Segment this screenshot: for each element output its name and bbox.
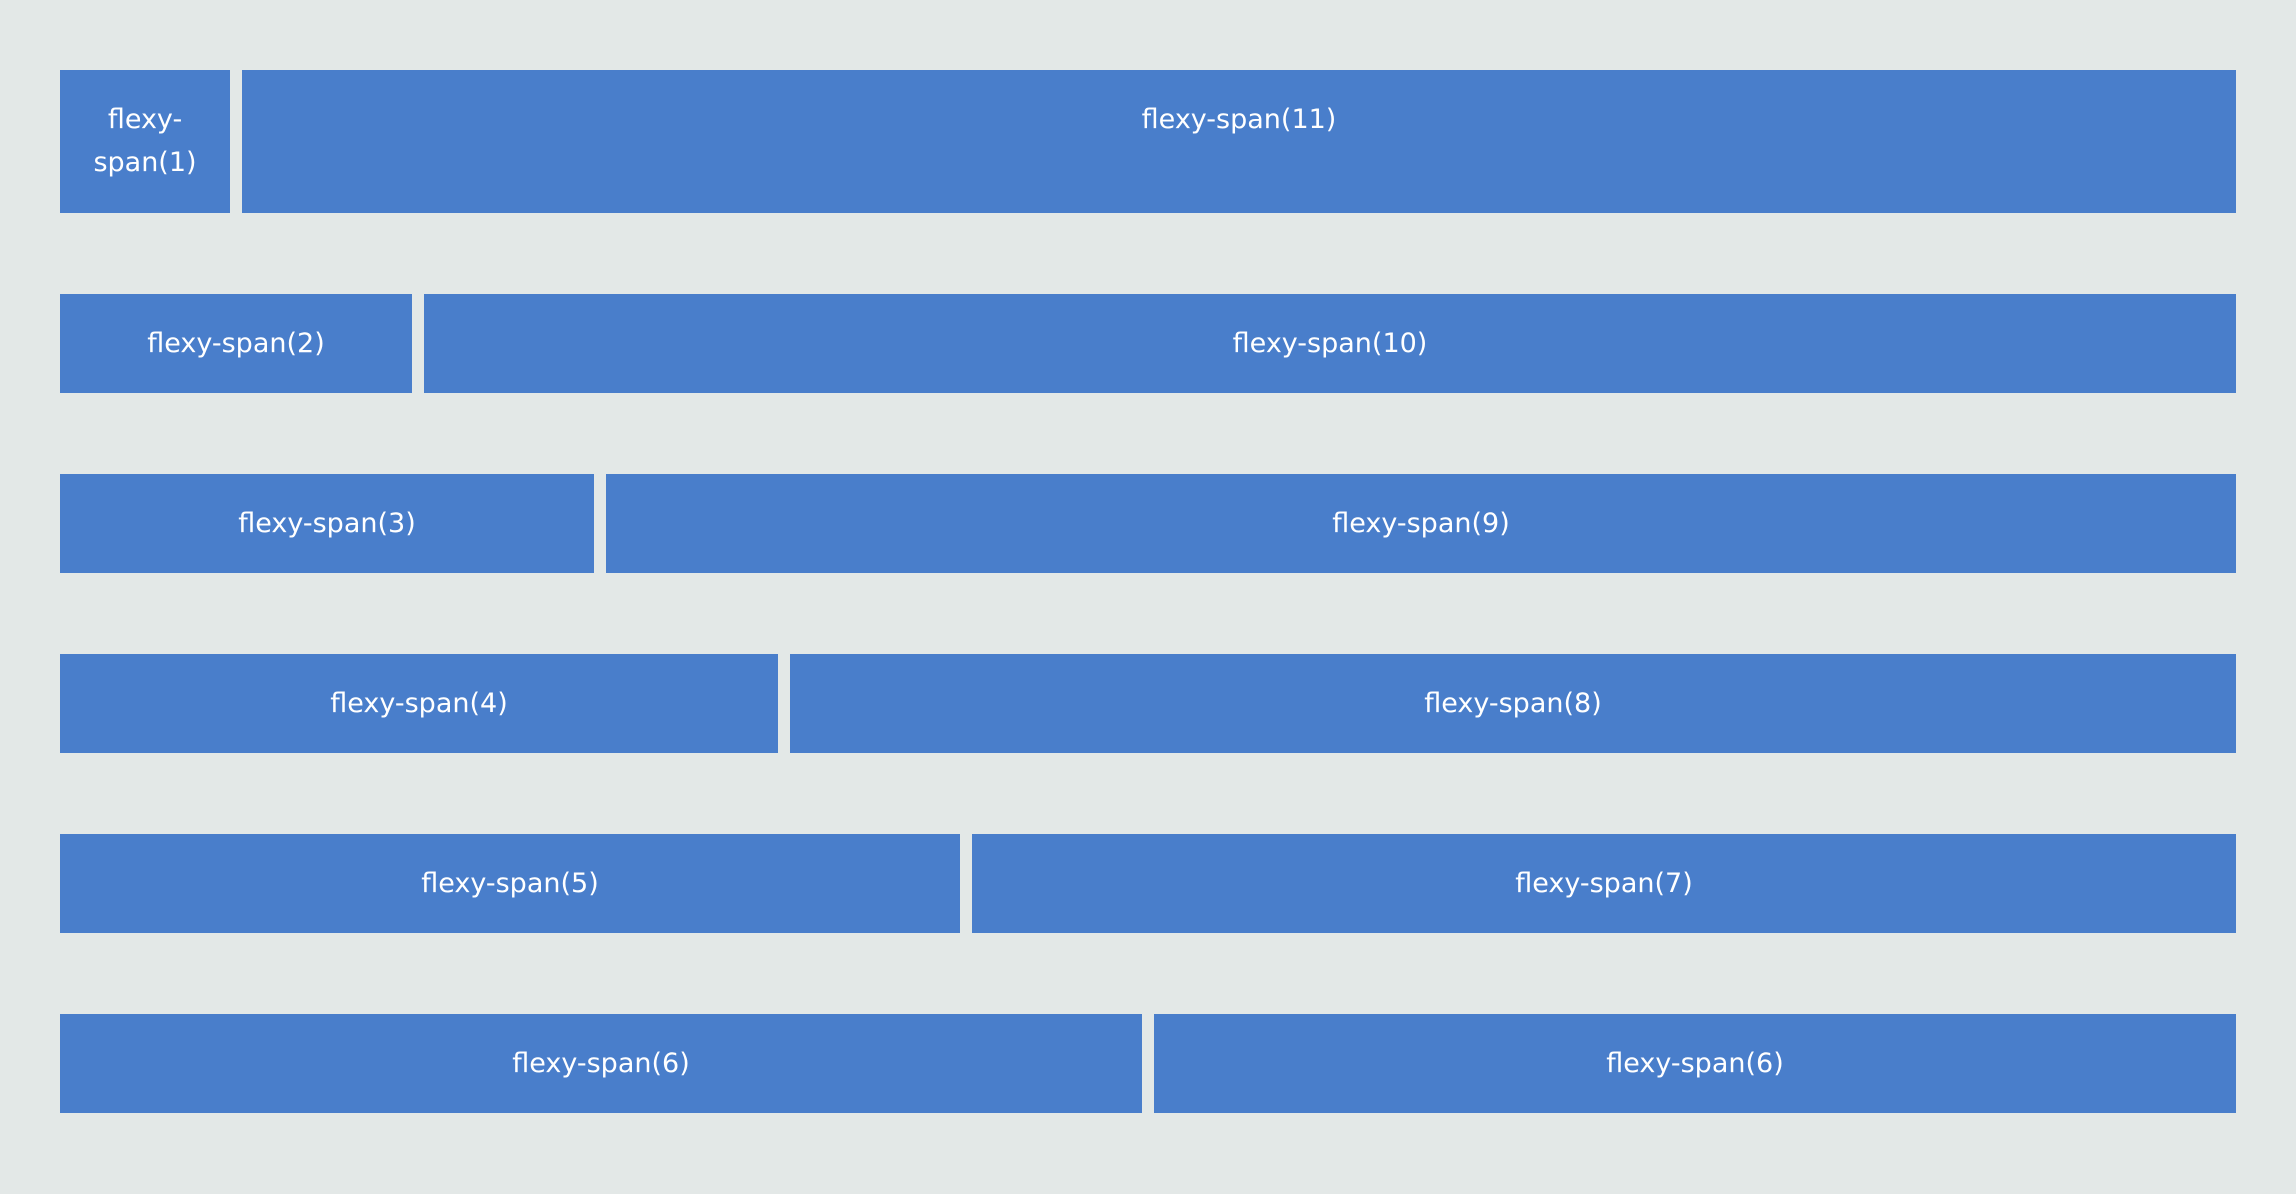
span-11-cell: flexy-span(11) bbox=[242, 70, 2236, 213]
span-9-cell: flexy-span(9) bbox=[606, 474, 2236, 573]
span-6-left-cell: flexy-span(6) bbox=[60, 1014, 1142, 1113]
span-1-label: flexy-span(1) bbox=[93, 104, 197, 178]
span-2-cell: flexy-span(2) bbox=[60, 294, 412, 393]
grid-row-3: flexy-span(3) flexy-span(9) bbox=[60, 474, 2236, 573]
grid-row-1: flexy-span(1) flexy-span(11) bbox=[60, 70, 2236, 213]
span-8-cell: flexy-span(8) bbox=[790, 654, 2236, 753]
grid-row-2: flexy-span(2) flexy-span(10) bbox=[60, 294, 2236, 393]
span-9-label: flexy-span(9) bbox=[1332, 508, 1510, 539]
span-6-right-cell: flexy-span(6) bbox=[1154, 1014, 2236, 1113]
span-10-cell: flexy-span(10) bbox=[424, 294, 2236, 393]
grid-row-6: flexy-span(6) flexy-span(6) bbox=[60, 1014, 2236, 1113]
span-11-label: flexy-span(11) bbox=[1141, 104, 1337, 135]
span-6-left-label: flexy-span(6) bbox=[512, 1048, 690, 1079]
span-10-label: flexy-span(10) bbox=[1232, 328, 1428, 359]
span-7-label: flexy-span(7) bbox=[1515, 868, 1693, 899]
span-5-label: flexy-span(5) bbox=[421, 868, 599, 899]
span-3-cell: flexy-span(3) bbox=[60, 474, 594, 573]
flexy-grid: flexy-span(1) flexy-span(11) flexy-span(… bbox=[60, 70, 2236, 1194]
span-1-cell: flexy-span(1) bbox=[60, 70, 230, 213]
span-7-cell: flexy-span(7) bbox=[972, 834, 2236, 933]
grid-row-4: flexy-span(4) flexy-span(8) bbox=[60, 654, 2236, 753]
span-3-label: flexy-span(3) bbox=[238, 508, 416, 539]
grid-row-5: flexy-span(5) flexy-span(7) bbox=[60, 834, 2236, 933]
span-8-label: flexy-span(8) bbox=[1424, 688, 1602, 719]
span-5-cell: flexy-span(5) bbox=[60, 834, 960, 933]
span-4-label: flexy-span(4) bbox=[330, 688, 508, 719]
span-6-right-label: flexy-span(6) bbox=[1606, 1048, 1784, 1079]
span-4-cell: flexy-span(4) bbox=[60, 654, 778, 753]
span-2-label: flexy-span(2) bbox=[147, 328, 325, 359]
